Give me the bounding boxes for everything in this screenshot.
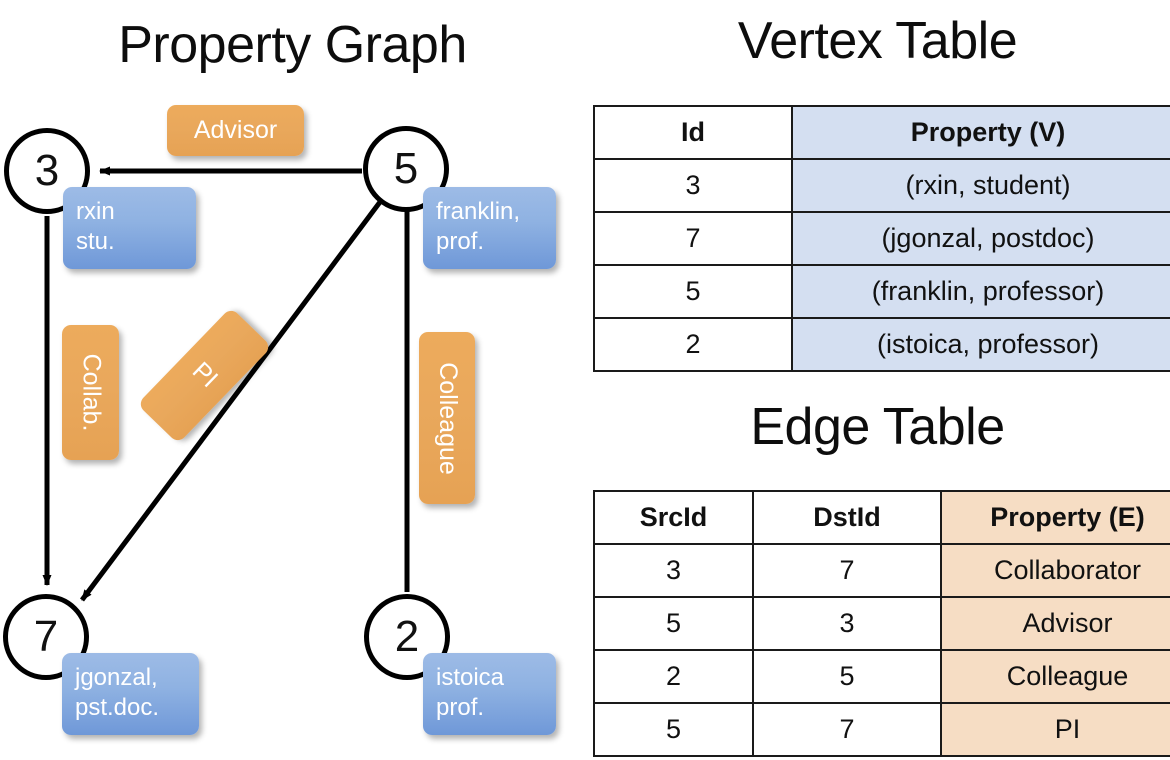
node-property-line: rxin: [76, 198, 115, 225]
table-row: 5 (franklin, professor): [593, 264, 1170, 319]
node-property-line: jgonzal,: [75, 664, 158, 691]
edge-cell-srcid: 3: [593, 543, 754, 598]
vertex-cell-property: (istoica, professor): [791, 317, 1170, 372]
edge-col-header-srcid: SrcId: [593, 490, 754, 545]
vertex-cell-id: 3: [593, 158, 793, 213]
edge-cell-dstid: 7: [752, 543, 942, 598]
edge-cell-property: Colleague: [940, 649, 1170, 704]
property-graph-diagram: 3 5 7 2 rxin stu. franklin, prof. jgonza…: [0, 80, 585, 760]
edge-col-header-property: Property (E): [940, 490, 1170, 545]
table-row: 7 (jgonzal, postdoc): [593, 211, 1170, 266]
vertex-table: Id Property (V) 3 (rxin, student) 7 (jgo…: [593, 105, 1170, 372]
edge-cell-srcid: 5: [593, 702, 754, 757]
edge-cell-srcid: 5: [593, 596, 754, 651]
table-header-row: Id Property (V): [593, 105, 1170, 160]
node-property-box-7: jgonzal, pst.doc.: [62, 653, 199, 735]
edge-cell-property: PI: [940, 702, 1170, 757]
vertex-cell-id: 2: [593, 317, 793, 372]
edge-col-header-dstid: DstId: [752, 490, 942, 545]
node-property-line: stu.: [76, 228, 115, 255]
edge-cell-property: Collaborator: [940, 543, 1170, 598]
vertex-col-header-id: Id: [593, 105, 793, 160]
node-property-line: franklin,: [436, 198, 521, 225]
page-title-edge-table: Edge Table: [750, 398, 1005, 456]
edge-label-collab: Collab.: [62, 325, 119, 460]
graph-node-5[interactable]: 5: [363, 126, 449, 212]
graph-node-3[interactable]: 3: [4, 128, 90, 214]
edge-cell-dstid: 7: [752, 702, 942, 757]
edge-label-text: PI: [186, 356, 224, 394]
node-property-line: istoica: [436, 664, 505, 691]
edge-label-text: Collab.: [77, 353, 106, 432]
edge-table: SrcId DstId Property (E) 3 7 Collaborato…: [593, 490, 1170, 757]
node-property-line: prof.: [436, 228, 485, 255]
edge-label-colleague: Colleague: [419, 332, 475, 504]
node-property-line: prof.: [436, 694, 485, 721]
edge-arrow-5-to-7: [79, 200, 383, 602]
table-row: 5 7 PI: [593, 702, 1170, 757]
vertex-col-header-property: Property (V): [791, 105, 1170, 160]
graph-edges-layer: [42, 166, 412, 602]
vertex-cell-property: (rxin, student): [791, 158, 1170, 213]
table-row: 2 (istoica, professor): [593, 317, 1170, 372]
vertex-cell-id: 5: [593, 264, 793, 319]
edge-label-text: Colleague: [433, 361, 462, 475]
vertex-cell-property: (franklin, professor): [791, 264, 1170, 319]
vertex-cell-property: (jgonzal, postdoc): [791, 211, 1170, 266]
edge-cell-property: Advisor: [940, 596, 1170, 651]
page-title-vertex-table: Vertex Table: [737, 12, 1018, 70]
node-property-box-2: istoica prof.: [423, 653, 556, 735]
table-header-row: SrcId DstId Property (E): [593, 490, 1170, 545]
vertex-cell-id: 7: [593, 211, 793, 266]
edge-label-advisor: Advisor: [167, 105, 304, 156]
table-row: 3 (rxin, student): [593, 158, 1170, 213]
table-row: 5 3 Advisor: [593, 596, 1170, 651]
node-property-box-3: rxin stu.: [63, 187, 196, 269]
node-property-line: pst.doc.: [75, 694, 160, 721]
edge-label-text: Advisor: [193, 116, 278, 144]
page-title-property-graph: Property Graph: [118, 16, 467, 74]
edge-cell-srcid: 2: [593, 649, 754, 704]
edge-cell-dstid: 3: [752, 596, 942, 651]
table-row: 2 5 Colleague: [593, 649, 1170, 704]
edge-cell-dstid: 5: [752, 649, 942, 704]
table-row: 3 7 Collaborator: [593, 543, 1170, 598]
node-property-box-5: franklin, prof.: [423, 187, 556, 269]
